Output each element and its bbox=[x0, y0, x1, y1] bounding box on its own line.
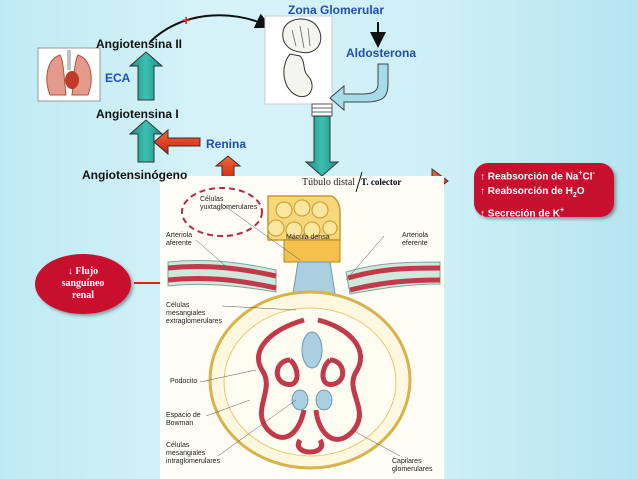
angiotensina-ii-label: Angiotensina II bbox=[96, 37, 183, 51]
flujo-line3: renal bbox=[71, 290, 95, 301]
aldosterona-label: Aldosterona bbox=[346, 46, 417, 60]
macula-densa-label: Mácula densa bbox=[286, 234, 330, 241]
jg-dashed-circle bbox=[181, 187, 263, 237]
outcomes-box: ↑ Reabsorción de Na+Cl- ↑ Reabsorción de… bbox=[474, 163, 614, 220]
outcome-na-cl: ↑ Reabsorción de Na+Cl- bbox=[480, 170, 595, 183]
flujo-line1: ↓ Flujo bbox=[67, 266, 99, 277]
eca-up-arrow bbox=[128, 51, 164, 101]
juxtaglomerular-illustration bbox=[160, 176, 444, 479]
renina-left-arrow bbox=[153, 128, 201, 156]
tubulo-distal-label: Túbulo distal bbox=[302, 177, 356, 188]
flujo-line2: sanguíneo bbox=[61, 278, 105, 289]
aldosterona-curved-arrow bbox=[329, 63, 389, 112]
flujo-renal-badge: ↓ Flujo sanguíneo renal bbox=[35, 254, 131, 314]
curved-arrow bbox=[149, 13, 272, 43]
outcome-k: ↑ Secreción de K+ bbox=[480, 207, 565, 220]
t-colector-label: T. colector bbox=[360, 177, 403, 187]
outcome-h2o: ↑ Reabsorción de H2O bbox=[480, 186, 585, 200]
lungs-icon bbox=[37, 47, 101, 102]
angiotensinogeno-label: Angiotensinógeno bbox=[82, 168, 188, 182]
angiotensina-i-label: Angiotensina I bbox=[96, 107, 179, 121]
kidney-adrenal-icon bbox=[264, 15, 333, 105]
renina-label: Renina bbox=[206, 137, 247, 151]
zona-glomerular-label: Zona Glomerular bbox=[288, 3, 385, 17]
podocito-label: Podocito bbox=[170, 378, 198, 385]
renina-up-arrow bbox=[128, 119, 164, 163]
aldosterona-down-block-arrow bbox=[304, 103, 340, 177]
plus-sign: + bbox=[182, 12, 191, 28]
eca-label: ECA bbox=[105, 71, 131, 85]
